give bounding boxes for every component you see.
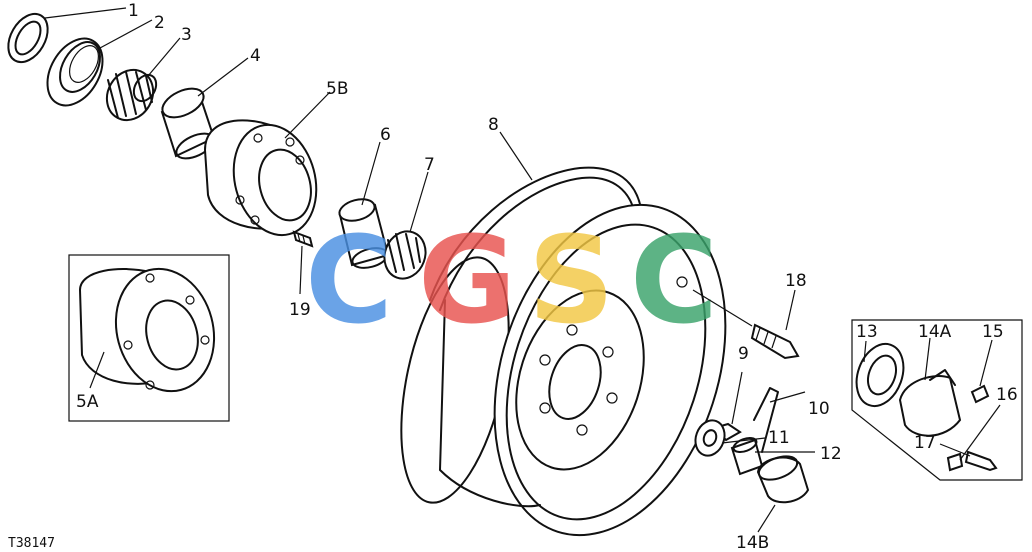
- callout-6: 6: [380, 125, 391, 145]
- part-2-bearing-cup: [46, 37, 104, 107]
- part-4-bearing-cup: [160, 87, 216, 160]
- watermark-logo: C G S C: [305, 212, 718, 351]
- callout-19: 19: [289, 300, 311, 320]
- callout-7: 7: [424, 155, 435, 175]
- callout-5a: 5A: [76, 392, 99, 412]
- part-1-seal: [7, 12, 49, 64]
- part-14b-hub-cap: [756, 455, 810, 504]
- callout-5b: 5B: [326, 79, 348, 99]
- callout-13: 13: [856, 322, 878, 342]
- callout-9: 9: [738, 344, 749, 364]
- watermark-letter-c2: C: [630, 212, 718, 351]
- inset-hub-5a: [68, 254, 230, 422]
- callout-14a: 14A: [918, 322, 952, 342]
- callout-18: 18: [785, 271, 807, 291]
- part-19-stud: [292, 230, 314, 248]
- callout-8: 8: [488, 115, 499, 135]
- callout-labels: 1 2 3 4 5B 6 7 8 19 5A 18 9 10 11 12 14B…: [8, 1, 1018, 552]
- callout-2: 2: [154, 13, 165, 33]
- part-3-bearing-cone: [105, 68, 158, 122]
- callout-16: 16: [996, 385, 1018, 405]
- figure-id: T38147: [8, 536, 55, 551]
- part-7-bearing-cone: [383, 230, 427, 280]
- callout-15: 15: [982, 322, 1004, 342]
- watermark-letter-s: S: [528, 212, 614, 351]
- part-18-valve-stem: [750, 323, 800, 360]
- leader-lines: [44, 7, 1001, 533]
- callout-12: 12: [820, 444, 842, 464]
- callout-17: 17: [914, 433, 936, 453]
- watermark-letter-c1: C: [305, 212, 393, 351]
- callout-1: 1: [128, 1, 139, 21]
- callout-3: 3: [181, 25, 192, 45]
- part-5b-hub: [203, 119, 318, 237]
- callout-11: 11: [768, 428, 790, 448]
- inset-cover-assembly: [851, 319, 1023, 481]
- callout-4: 4: [250, 46, 261, 66]
- watermark-letter-g: G: [418, 212, 517, 351]
- callout-10: 10: [808, 399, 830, 419]
- part-8-wheel-rim: [400, 166, 727, 537]
- callout-14b: 14B: [736, 533, 769, 552]
- part-10-cotter-pin: [753, 387, 779, 453]
